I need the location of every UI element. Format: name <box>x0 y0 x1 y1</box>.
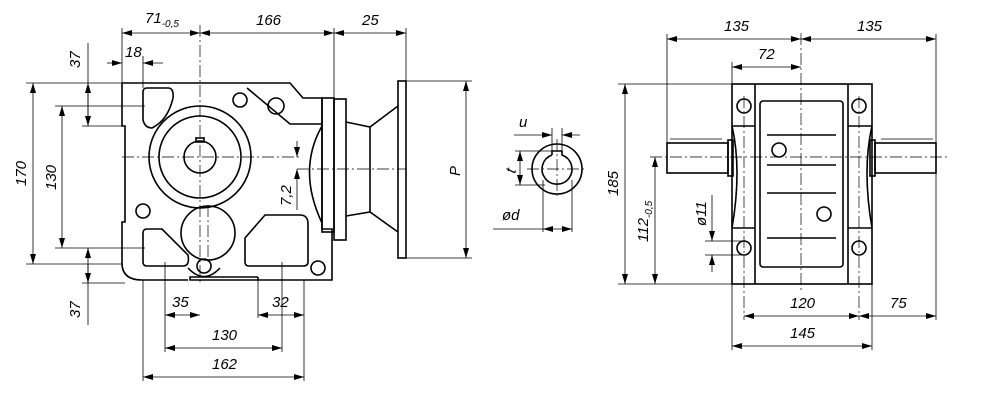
dim-145: 145 <box>790 325 816 342</box>
dim-112: 112-0,5 <box>635 200 655 242</box>
dim-35: 35 <box>172 294 189 311</box>
dim-120: 120 <box>790 295 816 312</box>
dim-75: 75 <box>890 295 907 312</box>
front-dimension-lines <box>622 36 936 349</box>
dim-37-bottom: 37 <box>67 301 84 318</box>
dim-72: 72 <box>758 46 775 63</box>
motor-flange <box>321 80 407 259</box>
dim-170: 170 <box>13 160 30 186</box>
dim-130-vertical: 130 <box>43 164 60 190</box>
extension-lines <box>26 28 472 381</box>
housing-front <box>731 83 873 285</box>
side-view: 71-0,5 166 25 18 37 37 170 130 7,2 P 35 … <box>13 10 472 381</box>
dim-7-2: 7,2 <box>278 184 295 206</box>
dim-phi-11: ø11 <box>693 201 710 226</box>
dimension-labels: 71-0,5 166 25 18 37 37 170 130 7,2 P 35 … <box>13 10 464 373</box>
front-extension-lines <box>618 34 937 350</box>
mounting-holes <box>135 92 326 276</box>
dim-32: 32 <box>272 294 289 311</box>
front-view: 135 135 72 185 112-0,5 ø11 120 75 145 <box>605 18 950 350</box>
dimension-lines <box>30 30 469 380</box>
dim-18: 18 <box>125 44 142 61</box>
dim-135-left: 135 <box>724 18 750 35</box>
dim-37-top: 37 <box>67 51 84 68</box>
foot-holes <box>736 98 867 256</box>
shaft-section: u t ød <box>493 114 587 232</box>
front-center-lines <box>650 33 950 320</box>
dim-162: 162 <box>212 356 238 373</box>
housing-outline <box>121 82 333 281</box>
dim-130-horizontal: 130 <box>212 327 238 344</box>
dim-135-right: 135 <box>857 18 883 35</box>
dim-71: 71-0,5 <box>145 10 179 30</box>
dim-185: 185 <box>605 170 622 196</box>
dim-166: 166 <box>256 12 282 29</box>
dim-phi-d: ød <box>502 207 520 224</box>
dim-25: 25 <box>361 12 379 29</box>
shafts <box>666 138 937 177</box>
center-lines <box>122 25 406 285</box>
dim-P: P <box>447 166 464 176</box>
dim-u: u <box>519 114 528 131</box>
front-dimension-labels: 135 135 72 185 112-0,5 ø11 120 75 145 <box>605 18 907 342</box>
dim-t: t <box>502 166 520 175</box>
